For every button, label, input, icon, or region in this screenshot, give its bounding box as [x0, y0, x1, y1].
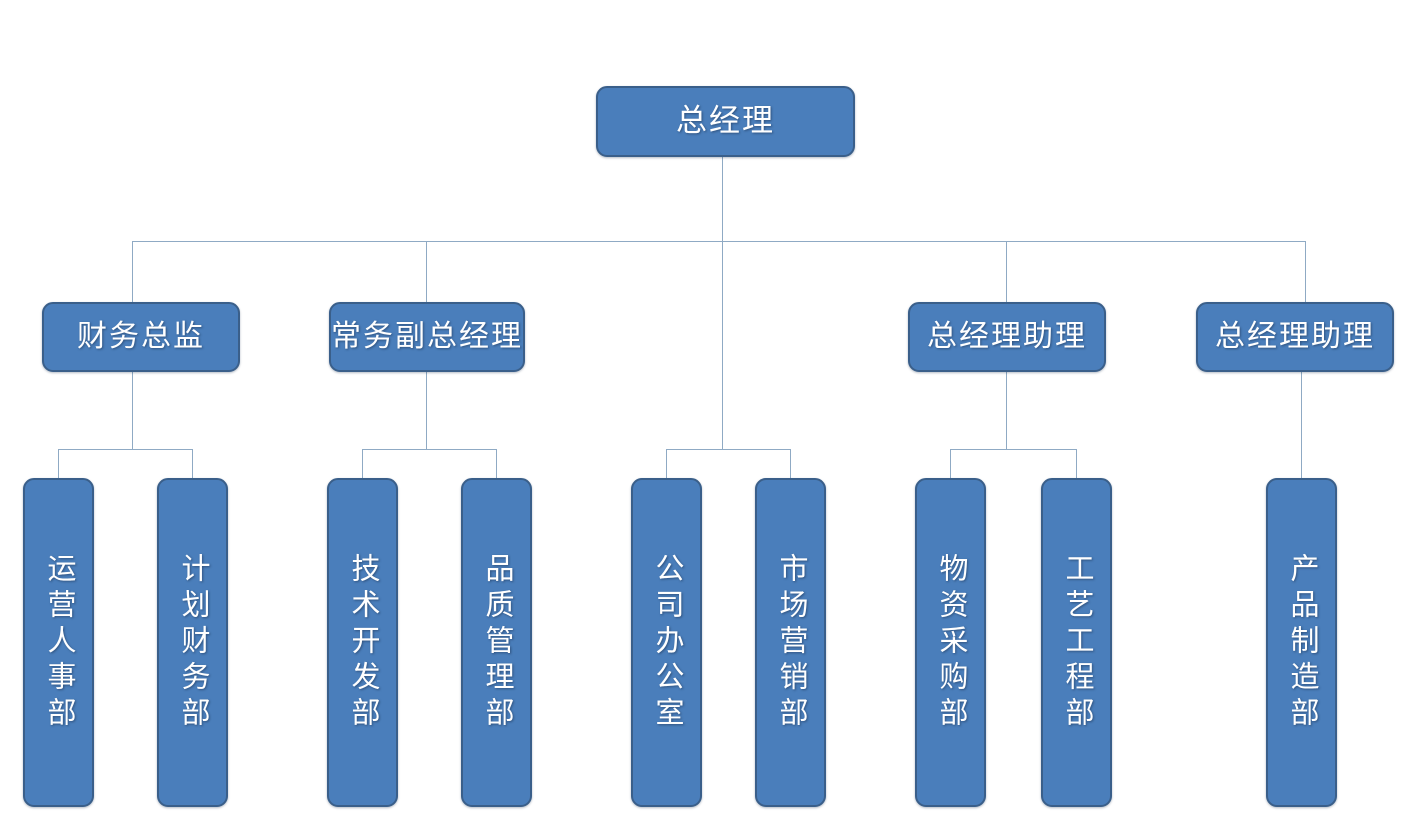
connector-drop-evp	[426, 241, 427, 302]
node-label: 计划财务部	[177, 552, 209, 733]
connector-cfo-stem	[132, 372, 133, 449]
node-dept-quality[interactable]: 品质管理部	[461, 478, 532, 807]
node-dept-procurement[interactable]: 物资采购部	[915, 478, 986, 807]
node-label: 公司办公室	[651, 552, 683, 733]
node-dept-tech-dev[interactable]: 技术开发部	[327, 478, 398, 807]
connector-assistant1-child-1	[950, 449, 951, 478]
connector-assistant1-stem	[1006, 372, 1007, 449]
connector-cfo-child-1	[58, 449, 59, 478]
node-dept-ops-hr[interactable]: 运营人事部	[23, 478, 94, 807]
connector-evp-bus	[362, 449, 496, 450]
node-label: 工艺工程部	[1061, 552, 1093, 733]
node-label: 运营人事部	[43, 552, 75, 733]
connector-gm-direct	[722, 241, 723, 449]
node-label: 常务副总经理	[331, 320, 523, 354]
node-general-manager[interactable]: 总经理	[596, 86, 855, 157]
node-cfo[interactable]: 财务总监	[42, 302, 240, 372]
node-label: 技术开发部	[347, 552, 379, 733]
connector-evp-child-1	[362, 449, 363, 478]
connector-assistant1-child-2	[1076, 449, 1077, 478]
node-assistant-gm-1[interactable]: 总经理助理	[908, 302, 1106, 372]
connector-drop-cfo	[132, 241, 133, 302]
node-dept-process-engineering[interactable]: 工艺工程部	[1041, 478, 1112, 807]
connector-evp-stem	[426, 372, 427, 449]
node-dept-manufacturing[interactable]: 产品制造部	[1266, 478, 1337, 807]
connector-top-bus	[132, 241, 1306, 242]
node-label: 总经理	[676, 103, 775, 139]
connector-cfo-child-2	[192, 449, 193, 478]
connector-gm-child-1	[666, 449, 667, 478]
node-label: 总经理助理	[927, 320, 1087, 354]
node-label: 物资采购部	[935, 552, 967, 733]
node-label: 品质管理部	[481, 552, 513, 733]
node-label: 市场营销部	[775, 552, 807, 733]
node-assistant-gm-2[interactable]: 总经理助理	[1196, 302, 1394, 372]
connector-drop-assistant2	[1305, 241, 1306, 302]
connector-gm-child-2	[790, 449, 791, 478]
connector-gm-direct-bus	[666, 449, 790, 450]
node-label: 财务总监	[77, 320, 205, 354]
connector-drop-assistant1	[1006, 241, 1007, 302]
node-dept-plan-finance[interactable]: 计划财务部	[157, 478, 228, 807]
connector-assistant1-bus	[950, 449, 1076, 450]
connector-cfo-bus	[58, 449, 193, 450]
connector-assistant2-stem	[1301, 372, 1302, 478]
node-executive-vp[interactable]: 常务副总经理	[329, 302, 525, 372]
node-dept-office[interactable]: 公司办公室	[631, 478, 702, 807]
node-label: 产品制造部	[1286, 552, 1318, 733]
node-label: 总经理助理	[1215, 320, 1375, 354]
connector-evp-child-2	[496, 449, 497, 478]
connector-root-stem	[722, 157, 723, 241]
node-dept-marketing[interactable]: 市场营销部	[755, 478, 826, 807]
